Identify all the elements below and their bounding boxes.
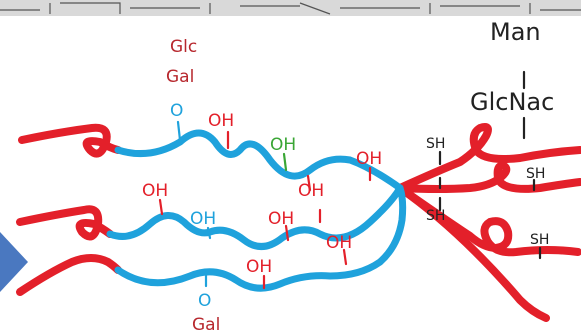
man-label: Man	[490, 18, 541, 46]
oh-label: OH	[246, 257, 272, 277]
glc-label: Glc	[170, 37, 197, 57]
o-top-label: O	[170, 101, 183, 121]
gal-bottom-label: Gal	[192, 315, 220, 331]
oh-label: OH	[142, 181, 168, 201]
protein-chain-bottom-left	[16, 254, 122, 296]
protein-chain-right-tail	[396, 184, 550, 322]
branch-labels: Man GlcNac SH SH SH SH	[426, 18, 554, 248]
gal-top-label: Gal	[166, 67, 194, 87]
stems	[158, 70, 542, 290]
oh-label: OH	[270, 135, 296, 155]
oh-label: OH	[268, 209, 294, 229]
protein-chain-right-lower	[396, 184, 581, 257]
protein-chain-right-middle	[396, 161, 581, 193]
sugar-chain-top	[114, 129, 404, 192]
protein-chain-middle-left	[16, 205, 114, 241]
oh-label: OH	[298, 181, 324, 201]
header-strip	[0, 0, 581, 16]
sh-label: SH	[530, 232, 549, 248]
hydroxyl-labels: OH OH OH OH OH OH OH OH OH	[142, 111, 382, 277]
sugar-chain-bottom	[114, 184, 407, 292]
oh-label: OH	[190, 209, 216, 229]
o-bottom-label: O	[198, 291, 211, 311]
sh-label: SH	[426, 136, 445, 152]
protein-chains	[16, 123, 581, 322]
glycan-labels: Glc Gal O O Gal	[166, 37, 220, 331]
sh-label: SH	[526, 166, 545, 182]
oh-label: OH	[208, 111, 234, 131]
oh-label: OH	[326, 233, 352, 253]
protein-chain-right-upper	[396, 123, 581, 192]
triangle-right-icon[interactable]	[0, 232, 28, 292]
glcnac-label: GlcNac	[470, 88, 554, 116]
protein-chain-top-left	[18, 123, 122, 158]
oh-label: OH	[356, 149, 382, 169]
sh-label: SH	[426, 208, 445, 224]
sugar-chain-middle	[106, 184, 404, 250]
sugar-chains	[106, 129, 407, 292]
